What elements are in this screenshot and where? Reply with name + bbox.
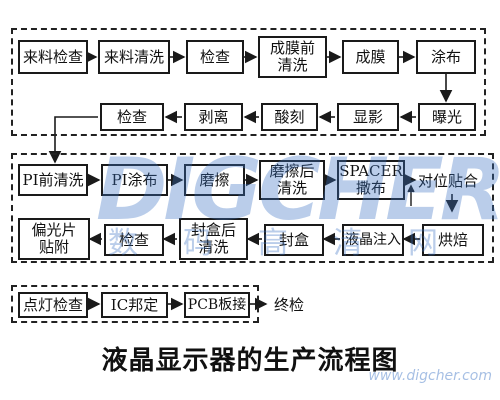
step-spacer-spraying: SPACER 撒布 [337,160,405,200]
process-group-array [11,28,486,136]
step-film-forming: 成膜 [342,40,399,74]
step-rubbing: 磨擦 [184,164,245,196]
watermark-logo: DIGCHER [96,140,500,240]
step-post-sealing-cleaning: 封盒后 清洗 [179,218,248,260]
step-inspection-2: 检查 [100,103,164,131]
step-pi-coating: PI涂布 [101,164,168,196]
step-coating: 涂布 [416,40,476,74]
step-incoming-cleaning: 来料清洗 [98,40,170,74]
step-ic-bonding: IC邦定 [101,292,168,318]
step-acid-etching: 酸刻 [261,103,318,131]
watermark-chars: 数 码 高 清 网 [108,226,438,261]
step-polarizer-attaching: 偏光片 贴附 [18,218,90,260]
step-exposure: 曝光 [418,103,476,131]
diagram-title: 液晶显示器的生产流程图 [101,346,399,376]
step-developing: 显影 [337,103,399,131]
step-pi-pre-cleaning: PI前清洗 [18,164,88,196]
step-inspection-1: 检查 [186,40,244,74]
step-post-rubbing-cleaning: 磨擦后 清洗 [259,160,325,200]
process-group-cell [11,153,494,263]
step-stripping: 剥离 [184,103,243,131]
step-baking: 烘焙 [422,224,484,256]
step-alignment-bonding: 对位贴合 [418,172,479,190]
step-pcb-connecting: PCB板接 [184,292,250,318]
step-pre-film-cleaning: 成膜前 清洗 [258,36,327,78]
step-liquid-crystal-injection: 液晶注入 [342,224,404,256]
step-lighting-inspection: 点灯检查 [18,292,88,318]
watermark-url: www.digcher.com [368,368,492,384]
step-final-inspection: 终检 [274,296,305,314]
step-inspection-3: 检查 [104,224,164,256]
step-incoming-inspection: 来料检查 [18,40,88,74]
step-sealing: 封盒 [264,224,324,256]
